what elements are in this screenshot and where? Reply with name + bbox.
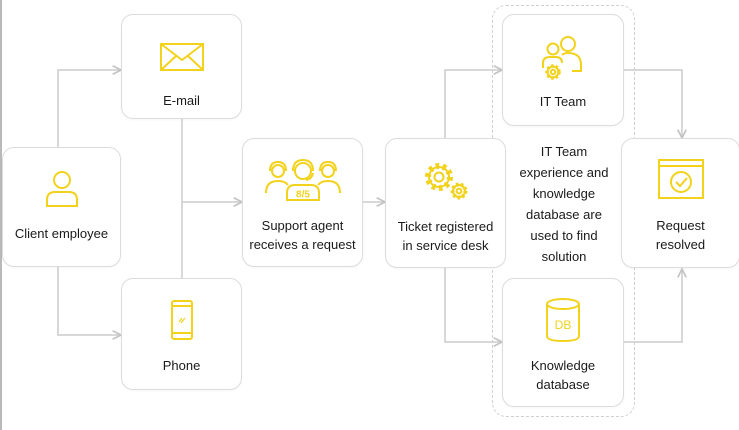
it-team-label: IT Team	[539, 94, 587, 109]
knowledge-label-line1: Knowledge	[530, 358, 596, 373]
support-agent-label-line2: receives a request	[249, 237, 356, 252]
solution-note: IT Team experience and knowledge databas…	[508, 141, 620, 267]
ticket-label-line1: Ticket registered	[397, 219, 494, 234]
solution-note-line: experience and	[519, 165, 609, 180]
node-request-resolved: Request resolved	[621, 138, 739, 268]
phone-label: Phone	[162, 358, 201, 373]
email-label: E-mail	[163, 93, 200, 108]
knowledge-label-line2: database	[536, 377, 590, 392]
support-hours-badge: 8/5	[296, 190, 310, 201]
solution-note-line: solution	[541, 249, 587, 264]
line-itteam-to-resolved	[624, 69, 682, 137]
gears-icon	[424, 163, 467, 200]
node-phone: Phone	[121, 278, 242, 390]
line-kb-to-resolved	[624, 270, 682, 343]
resolved-label-line1: Request	[656, 218, 705, 233]
left-edge-border	[0, 0, 2, 430]
line-ticket-to-kb	[444, 268, 501, 342]
resolved-label-line2: resolved	[655, 237, 706, 252]
client-employee-label: Client employee	[14, 226, 109, 241]
team-gear-icon	[542, 36, 582, 80]
checked-window-icon	[657, 159, 704, 199]
database-badge: DB	[555, 318, 572, 332]
database-icon: DB	[546, 298, 580, 342]
line-client-to-email	[57, 70, 120, 147]
solution-note-line: used to find	[530, 228, 598, 243]
support-team-icon: 8/5	[264, 159, 341, 201]
node-knowledge-database: DB Knowledge database	[502, 278, 624, 407]
line-client-to-phone	[57, 267, 120, 335]
node-support-agent: 8/5 Support agent receives a request	[242, 138, 363, 267]
node-client-employee: Client employee	[2, 147, 121, 267]
node-ticket-registered: Ticket registered in service desk	[385, 138, 506, 268]
solution-note-line: IT Team	[540, 144, 588, 159]
smartphone-icon	[170, 300, 193, 340]
ticket-label-line2: in service desk	[402, 238, 489, 253]
line-ticket-to-itteam	[444, 70, 501, 138]
solution-note-line: database are	[526, 207, 602, 222]
node-it-team: IT Team	[502, 14, 624, 126]
envelope-icon	[159, 43, 204, 71]
node-email: E-mail	[121, 14, 242, 119]
support-agent-label-line1: Support agent	[261, 218, 344, 233]
solution-note-line: knowledge	[532, 186, 596, 201]
user-icon	[45, 171, 78, 207]
